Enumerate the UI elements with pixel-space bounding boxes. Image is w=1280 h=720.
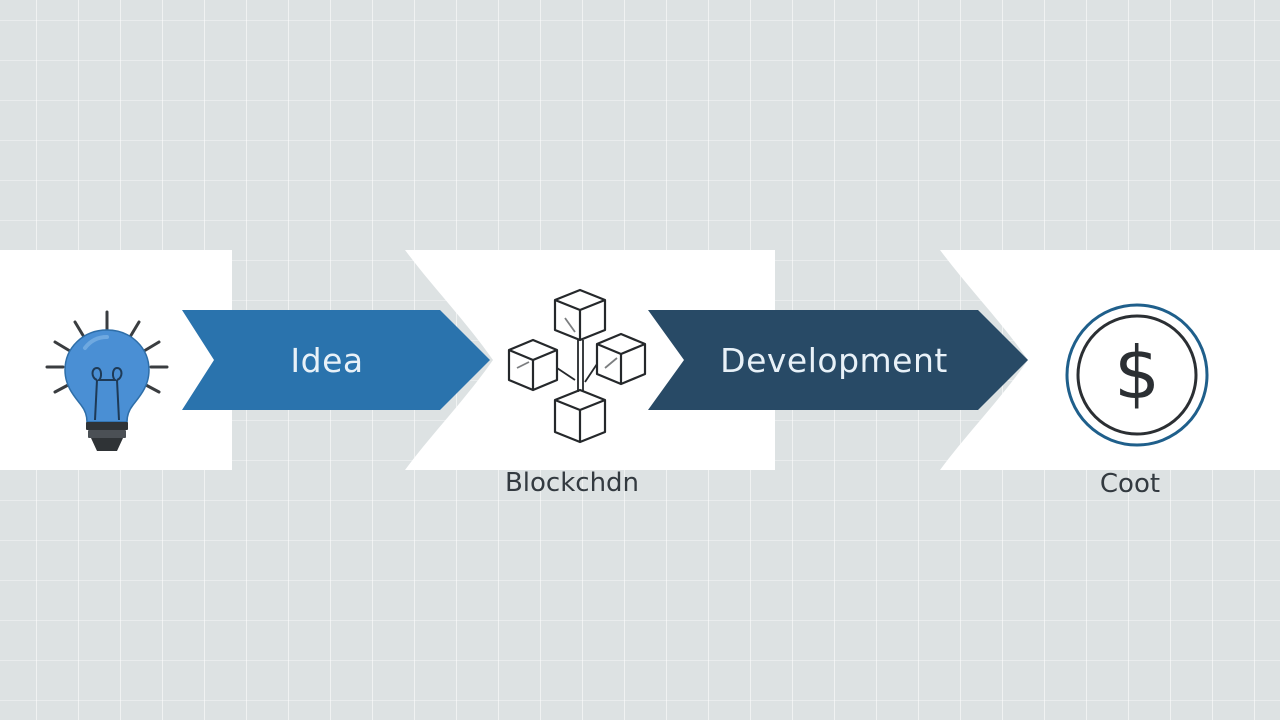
idea-panel (0, 250, 232, 470)
idea-arrow-shape (182, 310, 490, 410)
lightbulb-icon (45, 310, 169, 451)
svg-text:$: $ (1114, 331, 1160, 415)
blockchain-label: Blockchdn (504, 468, 640, 498)
development-arrow-shape (648, 310, 1028, 410)
cost-label: Coot (1099, 469, 1161, 499)
development-arrow: Development (648, 310, 1030, 410)
blockchain-cubes-icon (507, 288, 647, 444)
idea-arrow-label: Idea (290, 340, 364, 380)
blockchain-panel (405, 250, 775, 470)
development-arrow-label: Development (720, 340, 948, 380)
cost-panel: $ (940, 250, 1280, 470)
blockchain-panel-shape (405, 250, 775, 470)
dollar-coin-icon: $ (1065, 303, 1209, 447)
idea-arrow: Idea (182, 310, 492, 410)
